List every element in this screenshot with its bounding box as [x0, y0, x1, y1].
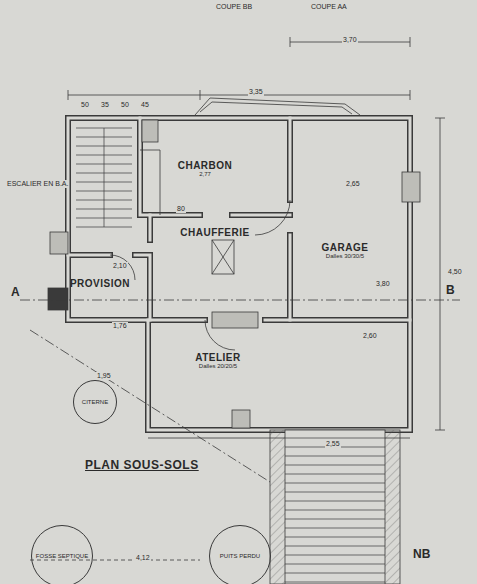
dimension: 80 — [176, 205, 186, 213]
section-mark: NB — [412, 548, 431, 561]
stairs — [76, 128, 385, 582]
room-label: CHARBON2,77 — [174, 158, 237, 179]
stair-step — [285, 492, 385, 493]
room-note: Dalles 30/30/5 — [322, 253, 369, 259]
dimension: 1,76 — [112, 322, 128, 330]
room-name: FOSSE SEPTIQUE — [36, 553, 88, 560]
room-label: PROVISION — [66, 276, 134, 291]
stair-step — [285, 519, 385, 520]
dimension: 4,50 — [447, 268, 463, 276]
dimension: 1,95 — [96, 372, 112, 380]
section-mark: A — [10, 286, 21, 299]
room-label: CHAUFFERIE — [176, 225, 253, 240]
dimension: 50 — [120, 101, 130, 109]
stair-step — [285, 573, 385, 574]
stair-step — [285, 546, 385, 547]
tank-circle: PUITS PERDU — [209, 525, 271, 584]
dimension: 2,60 — [362, 332, 378, 340]
dimension: 4,12 — [135, 554, 151, 562]
stair-step — [285, 582, 385, 583]
room-name: PROVISION — [70, 278, 130, 289]
tank-circle: FOSSE SEPTIQUE — [31, 525, 93, 584]
stair-step — [285, 465, 385, 466]
room-label: GARAGEDalles 30/30/5 — [318, 240, 373, 261]
room-note: 2,77 — [178, 171, 233, 177]
room-note: Dalles 20/20/5 — [195, 363, 241, 369]
details — [20, 37, 460, 584]
dimension: 2,55 — [325, 440, 341, 448]
stair-step — [285, 537, 385, 538]
stair-step — [285, 510, 385, 511]
room-name: CHARBON — [178, 160, 233, 171]
dimension: 3,80 — [375, 280, 391, 288]
dimension: 45 — [140, 101, 150, 109]
dimension: 3,35 — [248, 88, 264, 96]
dimension: 50 — [80, 101, 90, 109]
stair-step — [285, 528, 385, 529]
room-name: GARAGE — [322, 242, 369, 253]
dimension: COUPE BB — [215, 3, 253, 11]
dimension: ESCALIER EN B.A. — [6, 180, 69, 188]
section-mark: B — [445, 284, 456, 297]
dimension: 35 — [100, 101, 110, 109]
room-name: CITERNE — [82, 399, 108, 406]
stair-step — [285, 564, 385, 565]
tank-circle: CITERNE — [73, 380, 117, 424]
room-name: CHAUFFERIE — [180, 227, 249, 238]
room-name: ATELIER — [195, 352, 241, 363]
dimension: COUPE AA — [310, 3, 348, 11]
plan-title: PLAN SOUS-SOLS — [85, 458, 199, 472]
room-name: PUITS PERDU — [220, 553, 260, 560]
dimension: 2,10 — [112, 262, 128, 270]
stair-rail — [104, 128, 105, 227]
room-label: ATELIERDalles 20/20/5 — [191, 350, 245, 371]
stair-step — [285, 501, 385, 502]
stair-step — [285, 555, 385, 556]
dimension: 2,65 — [345, 180, 361, 188]
stair-step — [285, 474, 385, 475]
stair-step — [285, 483, 385, 484]
stair-step — [285, 456, 385, 457]
stair-step — [285, 438, 385, 439]
walls — [68, 118, 410, 430]
dimension: 3,70 — [342, 36, 358, 44]
